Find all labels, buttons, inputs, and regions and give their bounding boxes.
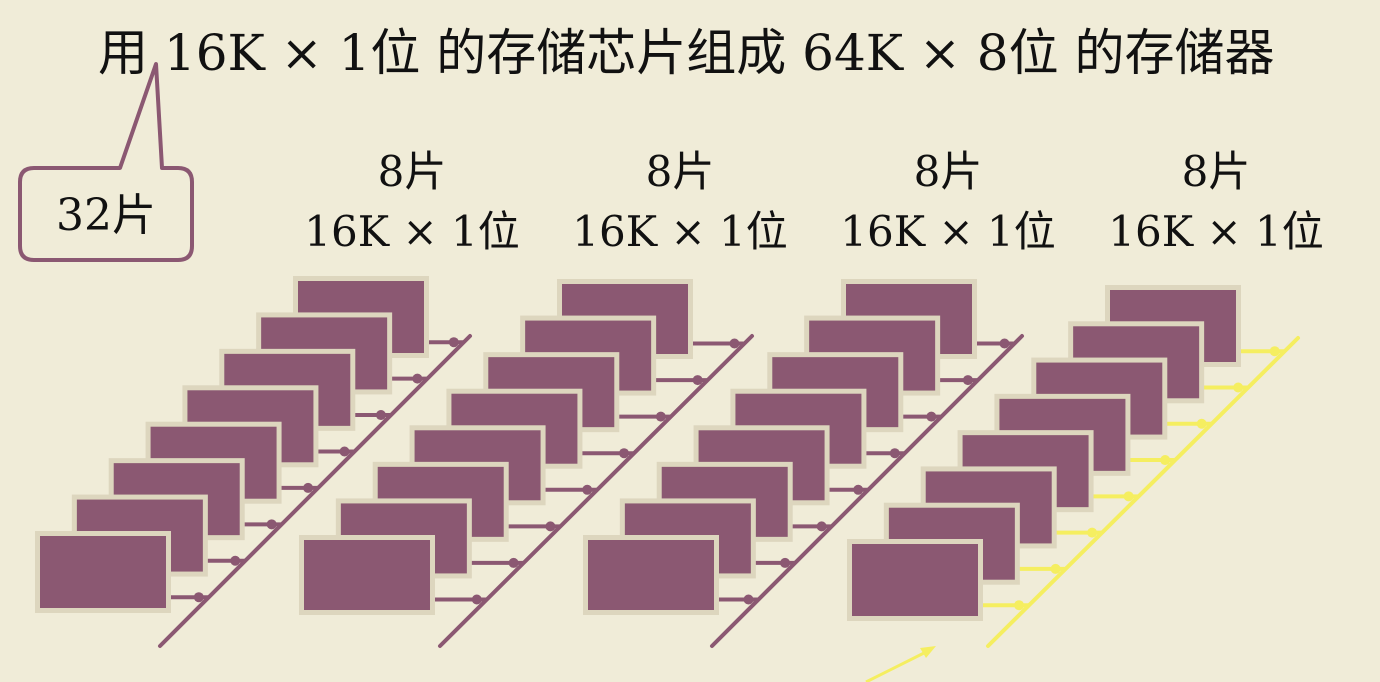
diagram-title: 用 16K × 1位 的存储芯片组成 64K × 8位 的存储器	[98, 24, 1275, 82]
junction-dot	[853, 484, 864, 495]
junction-dot	[339, 446, 350, 457]
callout-shape	[18, 62, 194, 262]
junction-dot	[692, 375, 703, 386]
junction-dot	[266, 519, 277, 530]
junction-dot	[780, 557, 791, 568]
group-count-2: 8片	[645, 147, 715, 196]
chip-layer	[35, 276, 1300, 648]
junction-dot	[508, 557, 519, 568]
junction-dot	[412, 373, 423, 384]
junction-dot	[1269, 346, 1280, 357]
chip-group-2	[299, 279, 754, 648]
junction-dot	[655, 411, 666, 422]
junction-dot	[1123, 491, 1134, 502]
group-spec-3: 16K × 1位	[840, 207, 1056, 256]
callout-label: 32片	[56, 190, 156, 241]
chip-group-3	[583, 279, 1024, 648]
junction-dot	[303, 482, 314, 493]
memory-chip	[588, 540, 714, 610]
group-label-3: 8片 16K × 1位	[828, 142, 1068, 262]
junction-dot	[1014, 600, 1025, 611]
bus-line	[158, 334, 472, 648]
group-count-4: 8片	[1181, 147, 1251, 196]
memory-chip	[40, 536, 166, 608]
junction-dot	[816, 521, 827, 532]
group-spec-4: 16K × 1位	[1108, 207, 1324, 256]
junction-dot	[1087, 527, 1098, 538]
junction-dot	[448, 337, 459, 348]
junction-dot	[1233, 382, 1244, 393]
memory-chip	[852, 544, 978, 616]
junction-dot	[1160, 455, 1171, 466]
group-count-1: 8片	[377, 147, 447, 196]
junction-dot	[619, 448, 630, 459]
junction-dot	[193, 592, 204, 603]
junction-dot	[1196, 418, 1207, 429]
junction-dot	[230, 555, 241, 566]
group-spec-2: 16K × 1位	[572, 207, 788, 256]
pointer-arrow	[865, 646, 936, 682]
junction-dot	[889, 448, 900, 459]
chip-group-4	[847, 285, 1300, 648]
junction-dot	[729, 338, 740, 349]
junction-dot	[1050, 563, 1061, 574]
junction-dot	[375, 410, 386, 421]
callout-bubble	[18, 62, 194, 262]
group-label-2: 8片 16K × 1位	[560, 142, 800, 262]
group-count-3: 8片	[913, 147, 983, 196]
junction-dot	[471, 594, 482, 605]
group-label-1: 8片 16K × 1位	[292, 142, 532, 262]
group-label-4: 8片 16K × 1位	[1096, 142, 1336, 262]
group-spec-1: 16K × 1位	[304, 207, 520, 256]
junction-dot	[926, 411, 937, 422]
memory-chip	[304, 540, 430, 610]
junction-dot	[582, 484, 593, 495]
junction-dot	[743, 594, 754, 605]
junction-dot	[545, 521, 556, 532]
junction-dot	[999, 338, 1010, 349]
junction-dot	[962, 375, 973, 386]
chip-group-1	[35, 276, 472, 648]
